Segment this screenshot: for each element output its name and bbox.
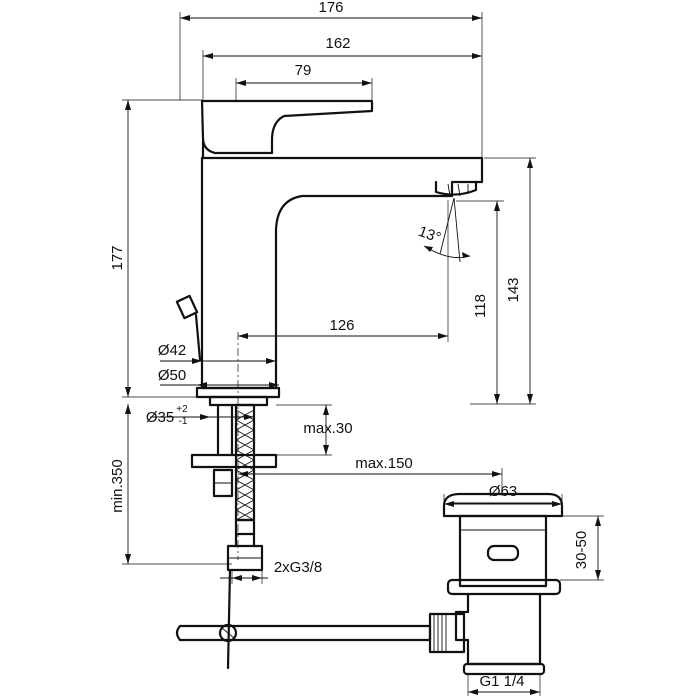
dim-deck-thickness: max.30: [276, 404, 353, 456]
dim-total-width: 176: [179, 0, 483, 160]
dim-label-162: 162: [325, 35, 350, 52]
dim-label-176: 176: [318, 0, 343, 16]
dim-label-35: Ø35: [146, 409, 174, 426]
dim-base-dia: Ø50: [158, 367, 279, 388]
dim-label-max150: max.150: [355, 455, 413, 472]
dim-spout-projection: 126: [238, 200, 449, 342]
dim-body-dia: Ø42: [158, 342, 276, 364]
waste-lever: [175, 623, 432, 643]
dim-label-g38: 2xG3/8: [274, 559, 322, 576]
dim-label-143: 143: [505, 277, 522, 302]
dim-label-30-50: 30-50: [573, 531, 590, 569]
dim-waste-distance: max.150: [238, 455, 503, 496]
dim-label-max30: max.30: [303, 420, 352, 437]
dim-spout-height: 143: [470, 157, 536, 405]
dim-label-42: Ø42: [158, 342, 186, 359]
dim-waste-depth: 30-50: [560, 515, 604, 581]
dim-label-63: Ø63: [489, 483, 517, 500]
dim-label-g114: G1 1/4: [479, 673, 524, 690]
dim-label-118: 118: [472, 294, 489, 318]
dim-label-35-tol-minus: -1: [179, 416, 188, 427]
dim-spout-reach: 162: [202, 35, 482, 100]
dim-hose-length: min.350: [109, 404, 232, 565]
dim-label-177: 177: [109, 245, 126, 270]
dim-label-50: Ø50: [158, 367, 186, 384]
popup-rod: [175, 294, 202, 362]
dim-outlet-height: 118: [456, 200, 504, 404]
dim-lever-length: 79: [235, 62, 373, 100]
dim-waste-flange: Ø63: [443, 483, 563, 507]
dim-hose-connection: 2xG3/8: [220, 559, 322, 584]
dim-waste-thread: G1 1/4: [467, 673, 541, 696]
dim-height-total: 177: [109, 99, 202, 398]
dim-label-79: 79: [295, 62, 312, 79]
mounting-set: [190, 403, 278, 670]
dim-label-126: 126: [329, 317, 354, 334]
faucet-outline: [195, 99, 484, 407]
dim-outlet-angle: 13°: [416, 197, 471, 263]
dim-label-min350: min.350: [109, 459, 126, 512]
dim-hole-dia: Ø35 +2 -1: [146, 404, 254, 427]
dim-label-13deg: 13°: [416, 223, 443, 247]
dim-label-35-tol-plus: +2: [176, 404, 188, 415]
waste-body: [428, 492, 564, 676]
